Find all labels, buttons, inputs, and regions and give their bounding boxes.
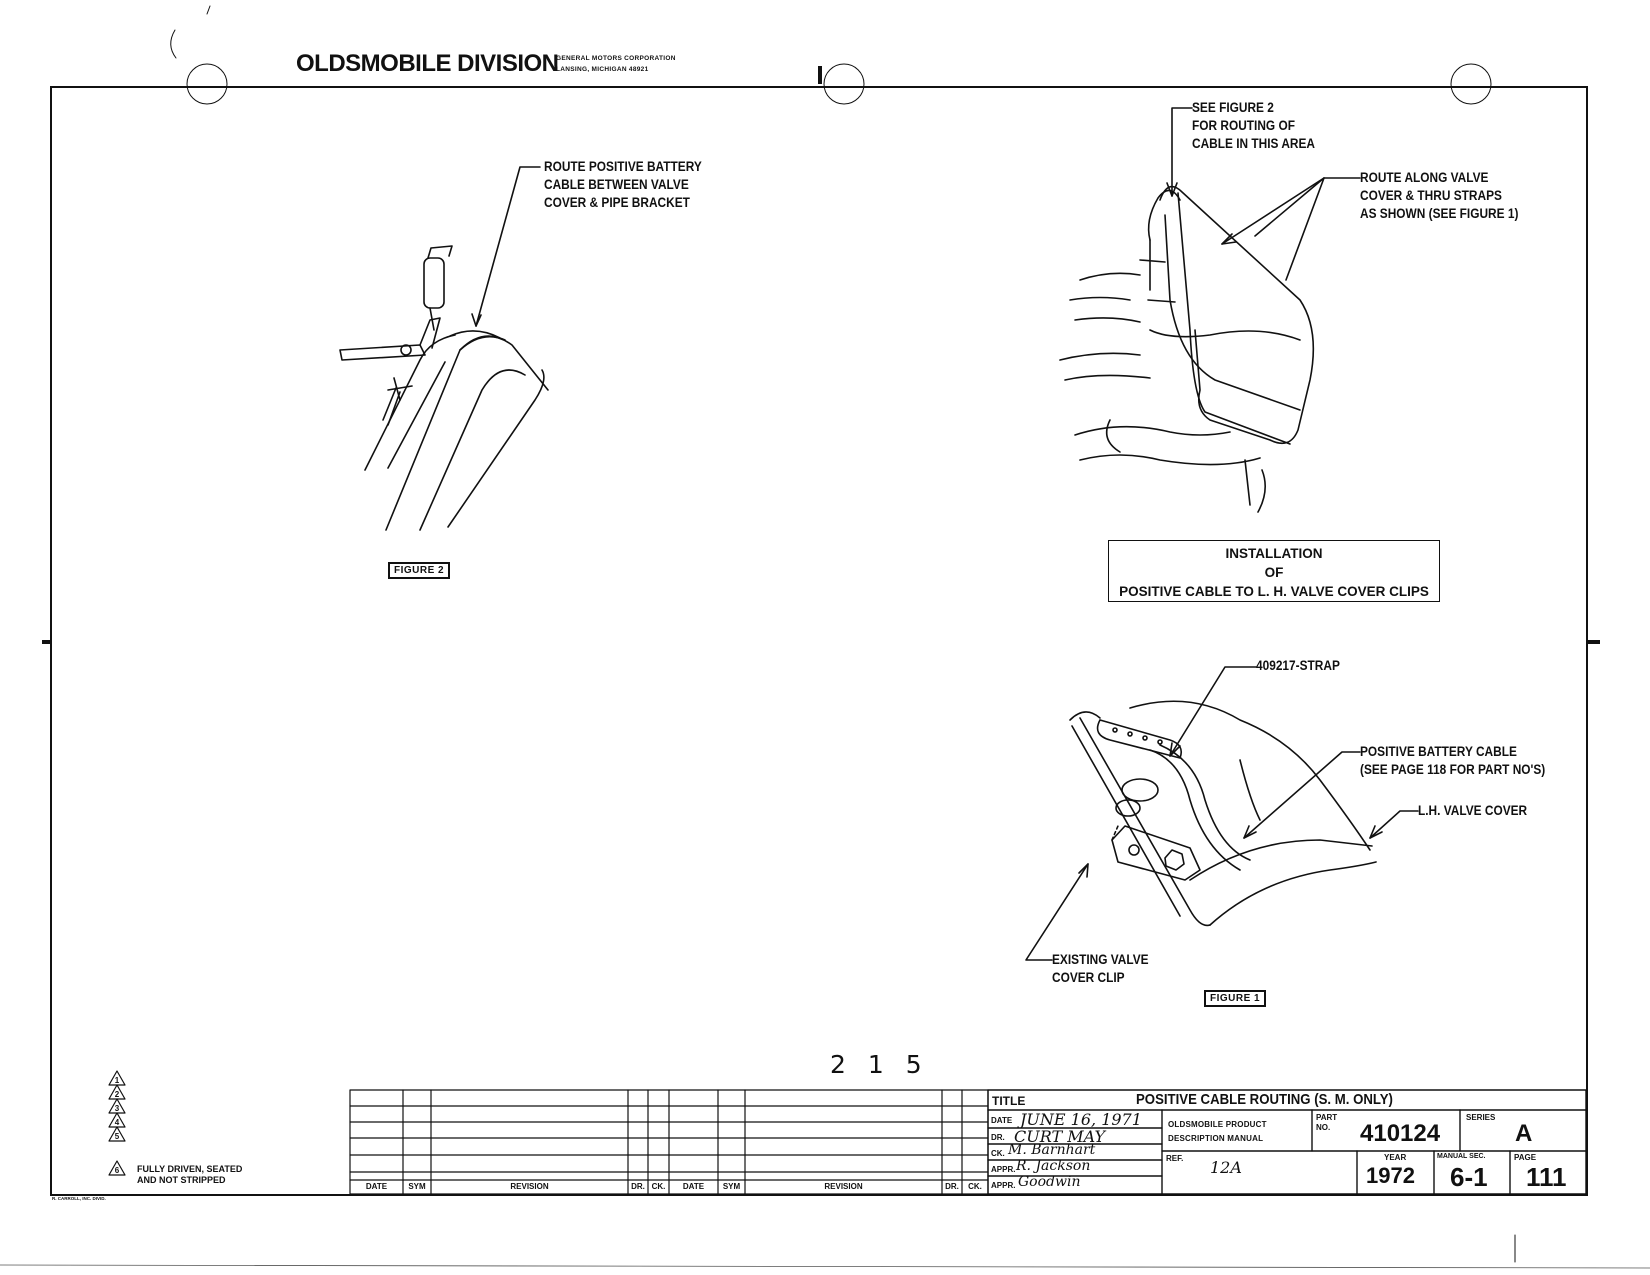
year-label: YEAR — [1384, 1153, 1407, 1162]
overview-illustration — [1059, 185, 1315, 513]
legend-number: 6 — [114, 1166, 120, 1175]
figure2-label: FIGURE 2 — [388, 562, 451, 579]
part-number: 410124 — [1360, 1120, 1441, 1147]
appr1-signature: R. Jackson — [1016, 1158, 1091, 1174]
installation-title-line2: OF — [1264, 565, 1284, 580]
rev-header-sym-2: SYM — [722, 1182, 741, 1191]
figure1-callout-cable: POSITIVE BATTERY CABLE (SEE PAGE 118 FOR… — [1360, 744, 1546, 777]
figure2-callout-route-cable: ROUTE POSITIVE BATTERY CABLE BETWEEN VAL… — [544, 159, 702, 210]
rev-header-dr: DR. — [631, 1182, 645, 1191]
binder-hole-center — [823, 63, 865, 105]
page-value: 111 — [1526, 1162, 1567, 1192]
legend-note: FULLY DRIVEN, SEATED AND NOT STRIPPED — [137, 1164, 243, 1185]
legend-number: 5 — [114, 1132, 120, 1141]
overview-callout-see-figure2: SEE FIGURE 2 FOR ROUTING OF CABLE IN THI… — [1192, 100, 1315, 151]
division-title: OLDSMOBILE DIVISION — [296, 50, 559, 77]
date-value: JUNE 16, 1971 — [1020, 1110, 1142, 1129]
manual-sec-label: MANUAL SEC. — [1437, 1153, 1486, 1160]
part-label: PART — [1316, 1113, 1338, 1122]
corporation-name: GENERAL MOTORS CORPORATION — [556, 55, 676, 62]
rev-header-dr-2: DR. — [945, 1182, 959, 1191]
rev-header-revision-2: REVISION — [824, 1182, 863, 1191]
figure2-illustration — [339, 245, 549, 531]
installation-title-line1: INSTALLATION — [1225, 546, 1323, 561]
part-no-label: NO. — [1316, 1123, 1331, 1132]
legend-number: 2 — [114, 1090, 120, 1099]
corporation-location: LANSING, MICHIGAN 48921 — [556, 66, 649, 73]
binder-hole-right — [1450, 63, 1492, 105]
appr2-label: APPR. — [991, 1181, 1016, 1190]
figure1-illustration — [1069, 700, 1377, 927]
installation-title-line3: POSITIVE CABLE TO L. H. VALVE COVER CLIP… — [1119, 584, 1429, 599]
title-block-grid — [987, 1089, 1587, 1195]
series-label: SERIES — [1466, 1113, 1496, 1122]
page-number: 2 1 5 — [830, 1050, 929, 1079]
figure1-callout-valve-cover: L.H. VALVE COVER — [1418, 803, 1528, 818]
installation-title-box: INSTALLATION OF POSITIVE CABLE TO L. H. … — [1108, 540, 1440, 602]
date-label: DATE — [991, 1116, 1013, 1125]
figure1-callout-strap: 409217-STRAP — [1256, 658, 1340, 673]
page-label: PAGE — [1514, 1153, 1537, 1162]
appr2-signature: Goodwin — [1018, 1174, 1081, 1190]
figure1-callout-clip: EXISTING VALVE COVER CLIP — [1052, 952, 1149, 985]
binder-hole-left — [186, 63, 228, 105]
ck-signature: M. Barnhart — [1008, 1142, 1096, 1158]
rev-header-ck-2: CK. — [968, 1182, 982, 1191]
manual-line1: OLDSMOBILE PRODUCT — [1168, 1120, 1267, 1129]
drawing-title: POSITIVE CABLE ROUTING (S. M. ONLY) — [1136, 1091, 1393, 1108]
overview-callout-route-along: ROUTE ALONG VALVE COVER & THRU STRAPS AS… — [1360, 170, 1519, 221]
ck-label: CK. — [991, 1149, 1005, 1158]
legend-number: 4 — [114, 1118, 120, 1127]
series-value: A — [1515, 1120, 1533, 1147]
rev-header-ck: CK. — [651, 1182, 666, 1191]
manual-sec-value: 6-1 — [1450, 1162, 1488, 1192]
ref-value: 12A — [1210, 1158, 1242, 1177]
printer-credit: R. CARROLL, INC. DIVID. — [52, 1196, 106, 1201]
rev-header-sym: SYM — [408, 1182, 426, 1191]
title-label: TITLE — [992, 1094, 1026, 1108]
rev-header-revision: REVISION — [510, 1182, 549, 1191]
legend-triangles — [108, 1070, 126, 1176]
ref-label: REF. — [1166, 1154, 1184, 1163]
legend-number: 1 — [114, 1076, 120, 1085]
dr-value: CURT MAY — [1014, 1127, 1106, 1146]
year-value: 1972 — [1366, 1163, 1415, 1188]
legend-numbers: 1 2 3 4 5 6 — [113, 1074, 121, 1178]
rev-header-date: DATE — [365, 1182, 388, 1191]
legend-number: 3 — [114, 1104, 120, 1113]
figure1-label: FIGURE 1 — [1204, 990, 1267, 1007]
dr-label: DR. — [991, 1133, 1005, 1142]
rev-header-date-2: DATE — [682, 1182, 705, 1191]
revision-grid — [349, 1089, 989, 1195]
appr1-label: APPR. — [991, 1165, 1016, 1174]
manual-line2: DESCRIPTION MANUAL — [1168, 1134, 1264, 1143]
